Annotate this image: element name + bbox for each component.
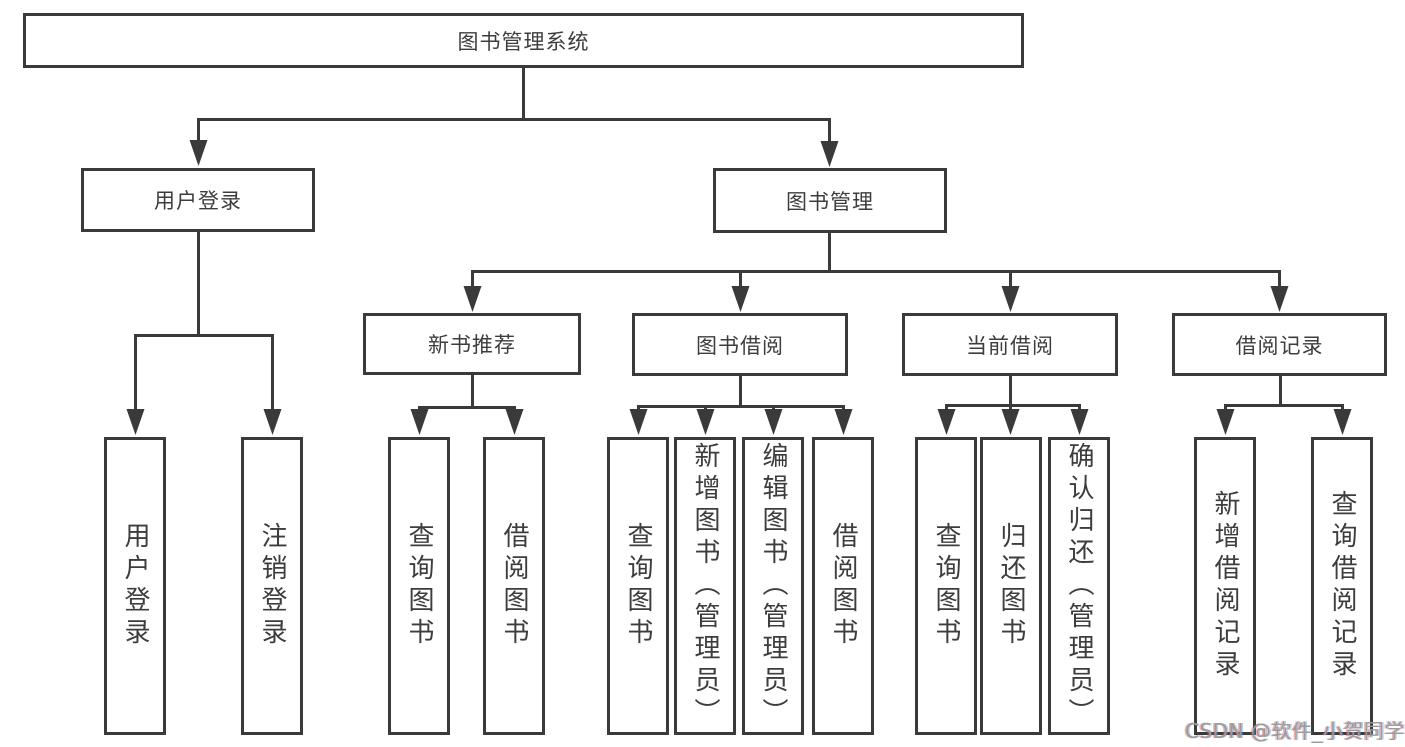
arrowhead	[937, 409, 956, 435]
arrowhead	[1216, 409, 1235, 435]
arrowhead	[731, 286, 750, 312]
leaf-add-borrow-record: 新增借阅记录	[1194, 437, 1256, 735]
arrowhead	[410, 409, 429, 435]
node-label: 查询图书	[623, 522, 653, 650]
connector-current-borrow-to-leaves	[937, 375, 1089, 435]
node-label: 借阅图书	[828, 522, 858, 650]
arrowhead	[189, 140, 208, 166]
node-label: 图书借阅	[696, 333, 784, 358]
node-book-management: 图书管理	[713, 168, 947, 233]
node-label: 查询借阅记录	[1327, 490, 1357, 682]
node-book-borrow: 图书借阅	[632, 313, 848, 376]
arrowhead	[1333, 409, 1352, 435]
connector-book-management-to-level3	[463, 232, 1289, 312]
connector-book-borrow-to-leaves	[629, 375, 853, 435]
node-current-borrow: 当前借阅	[902, 313, 1118, 376]
leaf-borrow-books-recommend: 借阅图书	[483, 437, 545, 735]
node-label: 新书推荐	[428, 333, 516, 357]
node-label: 图书管理	[786, 189, 874, 214]
node-label: 借阅记录	[1235, 333, 1324, 358]
connector-user-login-to-leaves	[126, 231, 282, 435]
leaf-logout: 注销登录	[241, 437, 303, 735]
node-label: 编辑图书（管理员）	[758, 442, 788, 730]
leaf-add-books-admin: 新增图书（管理员）	[674, 437, 736, 735]
node-label: 用户登录	[120, 522, 150, 650]
connector-borrow-records-to-leaves	[1216, 375, 1352, 435]
leaf-user-login: 用户登录	[104, 437, 166, 735]
arrowhead	[505, 409, 524, 435]
node-label: 新增借阅记录	[1210, 490, 1240, 682]
node-root-system: 图书管理系统	[23, 13, 1024, 68]
connector-new-book-to-leaves	[410, 374, 524, 435]
node-label: 归还图书	[996, 522, 1026, 650]
arrowhead	[1001, 286, 1020, 312]
arrowhead	[696, 409, 715, 435]
arrowhead	[463, 286, 482, 312]
arrowhead	[126, 409, 145, 435]
node-new-book-recommend: 新书推荐	[363, 313, 581, 375]
node-label: 新增图书（管理员）	[690, 442, 720, 730]
connector-root-to-level2	[189, 67, 839, 167]
node-user-login: 用户登录	[81, 168, 315, 232]
node-label: 当前借阅	[966, 333, 1054, 358]
arrowhead	[263, 409, 282, 435]
node-label: 用户登录	[154, 189, 242, 213]
node-label: 查询图书	[404, 522, 434, 650]
leaf-query-books-recommend: 查询图书	[388, 437, 450, 735]
leaf-borrow-books: 借阅图书	[812, 437, 874, 735]
node-label: 注销登录	[257, 522, 287, 650]
leaf-edit-books-admin: 编辑图书（管理员）	[742, 437, 804, 735]
arrowhead	[820, 141, 839, 167]
leaf-return-books: 归还图书	[980, 437, 1042, 735]
node-label: 借阅图书	[499, 522, 529, 650]
leaf-confirm-return-admin: 确认归还（管理员）	[1048, 437, 1110, 735]
arrowhead	[1001, 409, 1020, 435]
csdn-watermark: CSDN @软件_小贺同学	[1185, 719, 1405, 743]
arrowhead	[629, 409, 648, 435]
arrowhead	[764, 409, 783, 435]
node-borrow-records: 借阅记录	[1172, 313, 1387, 376]
node-label: 查询图书	[931, 522, 961, 650]
arrowhead	[1270, 286, 1289, 312]
leaf-query-books-current: 查询图书	[915, 437, 977, 735]
leaf-query-borrow-record: 查询借阅记录	[1311, 437, 1373, 735]
leaf-query-books-borrow: 查询图书	[607, 437, 669, 735]
arrowhead	[1070, 409, 1089, 435]
arrowhead	[834, 409, 853, 435]
node-label: 图书管理系统	[457, 29, 590, 54]
node-label: 确认归还（管理员）	[1064, 442, 1094, 730]
